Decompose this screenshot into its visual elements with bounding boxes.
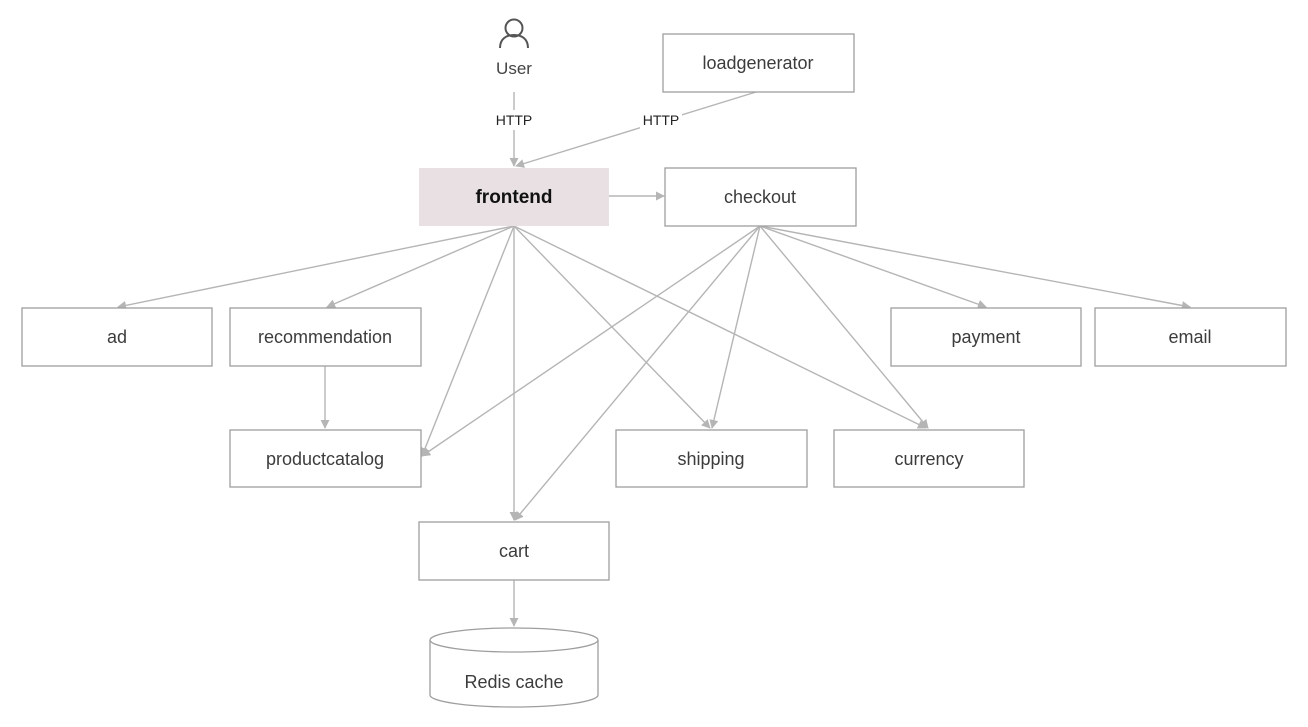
edge-checkout-email bbox=[759, 225, 1191, 310]
user-icon bbox=[499, 18, 529, 49]
edge-label-loadgenerator-http: HTTP bbox=[640, 110, 682, 130]
node-currency: currency bbox=[833, 429, 1025, 488]
edge-frontend-productcatalog bbox=[420, 225, 515, 457]
node-label: frontend bbox=[475, 187, 552, 208]
node-label: recommendation bbox=[258, 327, 392, 347]
node-label: checkout bbox=[724, 187, 796, 207]
edge-frontend-recommendation bbox=[326, 225, 515, 308]
edge-checkout-cart bbox=[514, 225, 761, 521]
node-label: payment bbox=[951, 327, 1020, 347]
node-ad: ad bbox=[21, 307, 213, 367]
edge-checkout-payment bbox=[759, 225, 987, 309]
edges bbox=[117, 91, 1191, 627]
node-label: currency bbox=[894, 449, 963, 469]
node-recommendation: recommendation bbox=[229, 307, 422, 367]
node-email: email bbox=[1094, 307, 1287, 367]
node-loadgenerator: loadgenerator bbox=[662, 33, 855, 93]
edge-checkout-shipping bbox=[709, 225, 761, 429]
node-label: shipping bbox=[677, 449, 744, 469]
node-label: email bbox=[1168, 327, 1211, 347]
node-label: Redis cache bbox=[464, 672, 563, 692]
node-checkout: checkout bbox=[664, 167, 857, 227]
node-payment: payment bbox=[890, 307, 1082, 367]
node-redis-cache: Redis cache bbox=[429, 627, 599, 708]
user-actor: User bbox=[496, 18, 532, 78]
node-label: productcatalog bbox=[266, 449, 384, 469]
node-label: ad bbox=[107, 327, 127, 347]
edge-frontend-currency bbox=[513, 225, 927, 429]
node-cart: cart bbox=[418, 521, 610, 581]
user-label: User bbox=[496, 59, 532, 78]
node-productcatalog: productcatalog bbox=[229, 429, 422, 488]
node-frontend: frontend bbox=[419, 168, 609, 226]
edge-frontend-ad bbox=[117, 225, 515, 310]
edge-label-user-http: HTTP bbox=[494, 110, 534, 130]
node-label: loadgenerator bbox=[702, 53, 813, 73]
edge-checkout-currency bbox=[759, 225, 929, 429]
node-label: cart bbox=[499, 541, 529, 561]
node-shipping: shipping bbox=[615, 429, 808, 488]
edge-checkout-productcatalog bbox=[421, 225, 761, 457]
http-label: HTTP bbox=[643, 112, 680, 128]
edge-loadgenerator-frontend bbox=[515, 91, 757, 168]
http-label: HTTP bbox=[496, 112, 533, 128]
